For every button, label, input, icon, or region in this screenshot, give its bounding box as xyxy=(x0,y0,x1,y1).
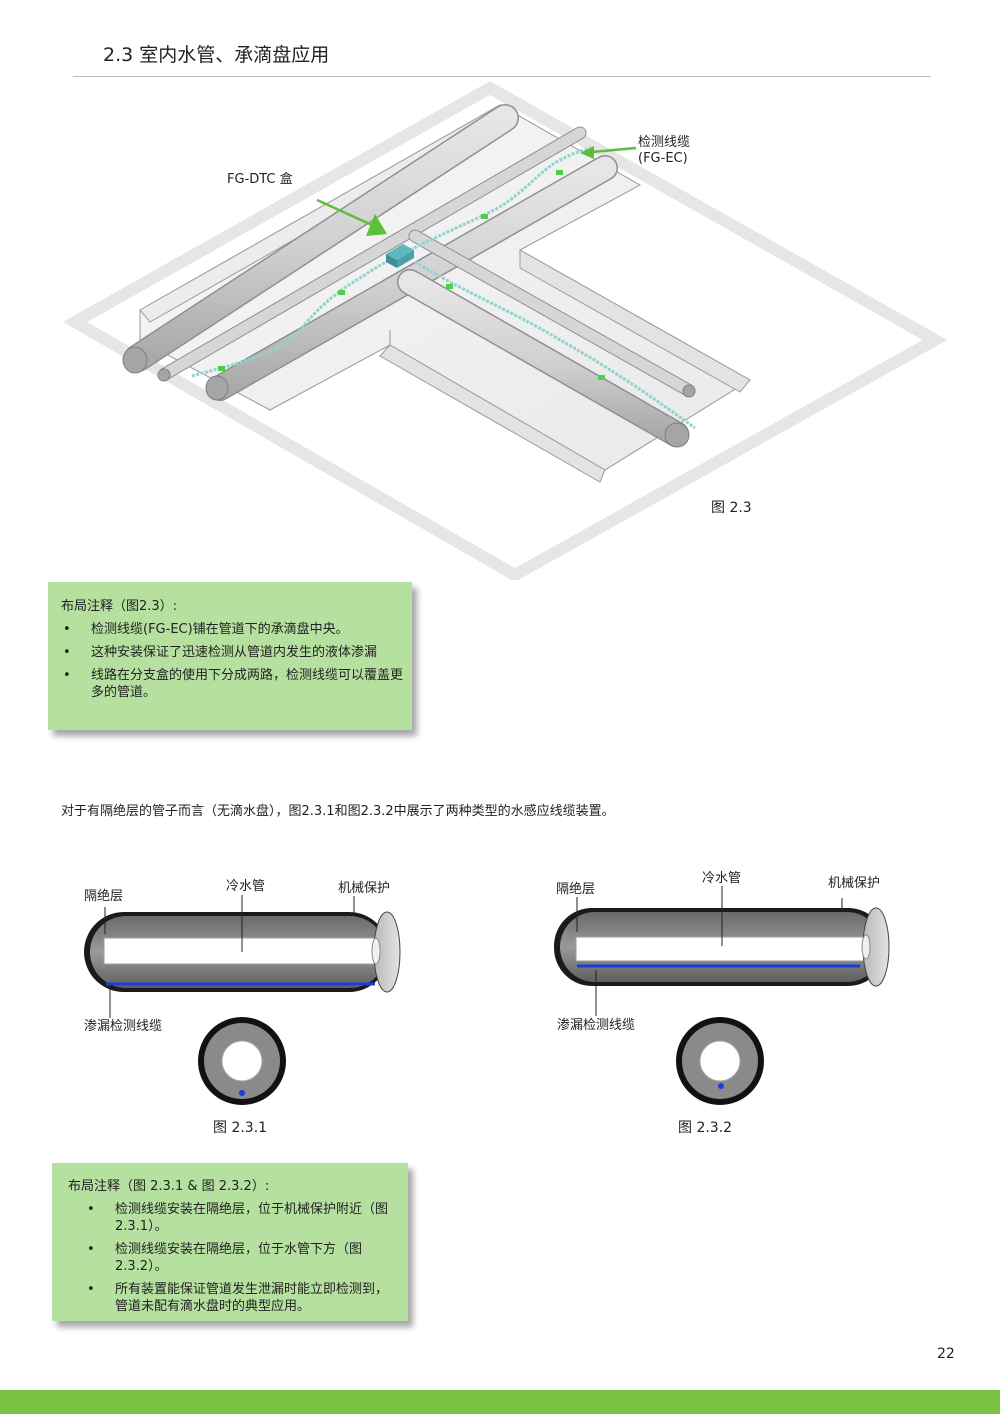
note-heading: 布局注释（图2.3）: xyxy=(61,599,178,614)
footer-accent-bar xyxy=(0,1390,1000,1414)
note-item-text: 这种安装保证了迅速检测从管道内发生的液体渗漏 xyxy=(91,645,378,660)
page-number: 22 xyxy=(937,1346,955,1362)
fig231-label-cable: 渗漏检测线缆 xyxy=(84,1019,163,1034)
note-item: • 所有装置能保证管道发生泄漏时能立即检测到，管道未配有滴水盘时的典型应用。 xyxy=(87,1281,400,1315)
figure-caption-2-3: 图 2.3 xyxy=(711,500,752,516)
note-item-text: 检测线缆安装在隔绝层，位于机械保护附近（图2.3.1）。 xyxy=(115,1202,389,1234)
fig231-label-protection: 机械保护 xyxy=(338,881,391,896)
bullet: • xyxy=(63,622,71,637)
figure-caption-2-3-1: 图 2.3.1 xyxy=(213,1120,268,1136)
fig231-pipe-cross-section xyxy=(198,1017,286,1105)
fig232-pipe-side xyxy=(554,907,890,987)
note-item: • 检测线缆安装在隔绝层，位于机械保护附近（图2.3.1）。 xyxy=(87,1201,400,1235)
bullet: • xyxy=(63,668,71,683)
sensing-cable xyxy=(191,146,696,430)
label-cable-line1: 检测线缆 xyxy=(638,135,691,150)
intro-paragraph: 对于有隔绝层的管子而言（无滴水盘），图2.3.1和图2.3.2中展示了两种类型的… xyxy=(61,804,615,819)
fig232-label-insulation: 隔绝层 xyxy=(556,882,596,897)
cable-pointer-arrow xyxy=(580,146,637,159)
label-fg-dtc-box: FG-DTC 盒 xyxy=(227,172,293,187)
main-pipe-small xyxy=(157,126,587,382)
fig231-pipe-side xyxy=(84,911,401,993)
cable-clips xyxy=(218,170,605,380)
layout-note-box-1: 布局注释（图2.3）: • 检测线缆(FG-EC)铺在管道下的承滴盘中央。 • 这种… xyxy=(48,582,412,730)
fig232-label-cold-pipe: 冷水管 xyxy=(702,871,742,886)
fig231-label-insulation: 隔绝层 xyxy=(84,889,124,904)
note-item-text: 线路在分支盒的使用下分成两路，检测线缆可以覆盖更多的管道。 xyxy=(91,668,404,700)
title-divider xyxy=(73,76,931,77)
fig231-label-cold-pipe: 冷水管 xyxy=(226,879,266,894)
note-heading: 布局注释（图 2.3.1 & 图 2.3.2）: xyxy=(68,1179,270,1194)
bullet: • xyxy=(87,1282,95,1297)
bullet: • xyxy=(87,1242,95,1257)
fig232-pipe-cross-section xyxy=(676,1017,764,1105)
bullet: • xyxy=(87,1202,95,1217)
page-title: 2.3 室内水管、承滴盘应用 xyxy=(103,44,330,66)
ceiling-frame xyxy=(62,81,948,580)
figure-caption-2-3-2: 图 2.3.2 xyxy=(678,1120,733,1136)
branch-pipe-large xyxy=(397,269,690,448)
note-item: • 检测线缆安装在隔绝层，位于水管下方（图2.3.2）。 xyxy=(87,1241,400,1275)
note-item: • 这种安装保证了迅速检测从管道内发生的液体渗漏 xyxy=(63,644,404,661)
dtc-pointer-arrow xyxy=(316,198,387,236)
note-item-text: 检测线缆(FG-EC)铺在管道下的承滴盘中央。 xyxy=(91,622,349,637)
bullet: • xyxy=(63,645,71,660)
layout-note-box-2: 布局注释（图 2.3.1 & 图 2.3.2）: • 检测线缆安装在隔绝层，位于机… xyxy=(52,1163,408,1321)
fig232-label-cable: 渗漏检测线缆 xyxy=(557,1018,636,1033)
note-item-text: 检测线缆安装在隔绝层，位于水管下方（图2.3.2）。 xyxy=(115,1242,363,1274)
fig232-label-protection: 机械保护 xyxy=(828,876,881,891)
note-item: • 线路在分支盒的使用下分成两路，检测线缆可以覆盖更多的管道。 xyxy=(63,667,404,701)
note-item-text: 所有装置能保证管道发生泄漏时能立即检测到，管道未配有滴水盘时的典型应用。 xyxy=(115,1282,389,1314)
fg-dtc-box xyxy=(386,244,414,268)
figure-2-3-1-and-2-3-2-illustration xyxy=(84,886,890,1105)
main-pipe-large xyxy=(122,104,519,374)
label-cable-line2: (FG-EC) xyxy=(638,151,688,166)
note-item: • 检测线缆(FG-EC)铺在管道下的承滴盘中央。 xyxy=(63,621,404,638)
figure-2-3-illustration xyxy=(62,81,948,580)
branch-pipe-small xyxy=(408,229,696,398)
